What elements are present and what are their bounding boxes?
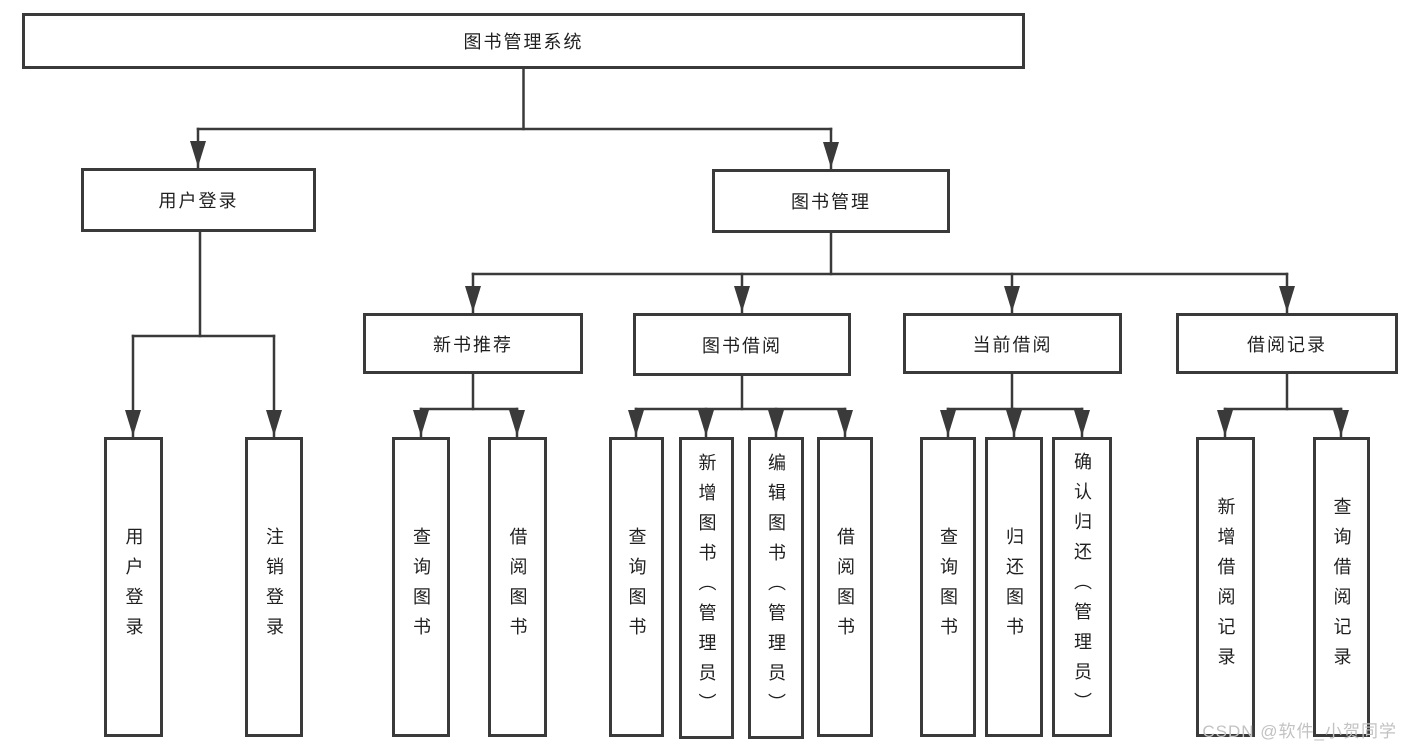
leaf-add-borrow-record: 新增借阅记录 [1196,437,1255,737]
node-new-book-recommend: 新书推荐 [363,313,583,374]
leaf-edit-book-admin: 编辑图书（管理员） [748,437,804,739]
leaf-logout: 注销登录 [245,437,303,737]
node-book-borrow: 图书借阅 [633,313,851,376]
leaf-borrow-books: 借阅图书 [817,437,873,737]
csdn-watermark: CSDN @软件_小贺同学 [1202,722,1397,741]
leaf-query-borrow-record: 查询借阅记录 [1313,437,1370,737]
leaf-return-book: 归还图书 [985,437,1043,737]
leaf-borrow-books-recommend: 借阅图书 [488,437,547,737]
leaf-user-login: 用户登录 [104,437,163,737]
leaf-add-book-admin: 新增图书（管理员） [679,437,734,739]
node-borrow-records: 借阅记录 [1176,313,1398,374]
node-current-borrow: 当前借阅 [903,313,1122,374]
leaf-query-books-current: 查询图书 [920,437,976,737]
leaf-query-books-recommend: 查询图书 [392,437,450,737]
node-user-login: 用户登录 [81,168,316,232]
leaf-query-books-borrow: 查询图书 [609,437,664,737]
node-root-system: 图书管理系统 [22,13,1025,69]
leaf-confirm-return-admin: 确认归还（管理员） [1052,437,1112,737]
node-book-management: 图书管理 [712,169,950,233]
